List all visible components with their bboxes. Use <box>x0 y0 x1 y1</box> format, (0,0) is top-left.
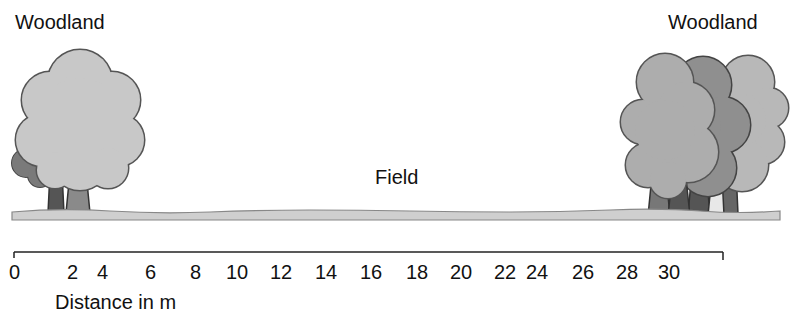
scale-bar <box>14 252 723 260</box>
scale-number: 18 <box>406 262 428 282</box>
scale-number: 22 <box>494 262 516 282</box>
scale-number: 8 <box>190 262 201 282</box>
scale-number: 14 <box>315 262 337 282</box>
scale-number: 0 <box>9 262 20 282</box>
scale-number: 4 <box>97 262 108 282</box>
scale-number: 2 <box>67 262 78 282</box>
region-label: Woodland <box>668 12 758 32</box>
scale-number: 20 <box>450 262 472 282</box>
scale-number: 6 <box>145 262 156 282</box>
scale-number: 16 <box>360 262 382 282</box>
ground <box>12 209 780 220</box>
scale-number: 12 <box>270 262 292 282</box>
scale-number: 30 <box>658 262 680 282</box>
region-label: Field <box>375 167 418 187</box>
scale-number: 10 <box>226 262 248 282</box>
axis-title: Distance in m <box>55 292 176 312</box>
scale-number: 24 <box>526 262 548 282</box>
left-tree <box>12 50 144 213</box>
region-label: Woodland <box>15 12 105 32</box>
right-trees <box>621 54 788 216</box>
scale-number: 26 <box>572 262 594 282</box>
scale-number: 28 <box>616 262 638 282</box>
